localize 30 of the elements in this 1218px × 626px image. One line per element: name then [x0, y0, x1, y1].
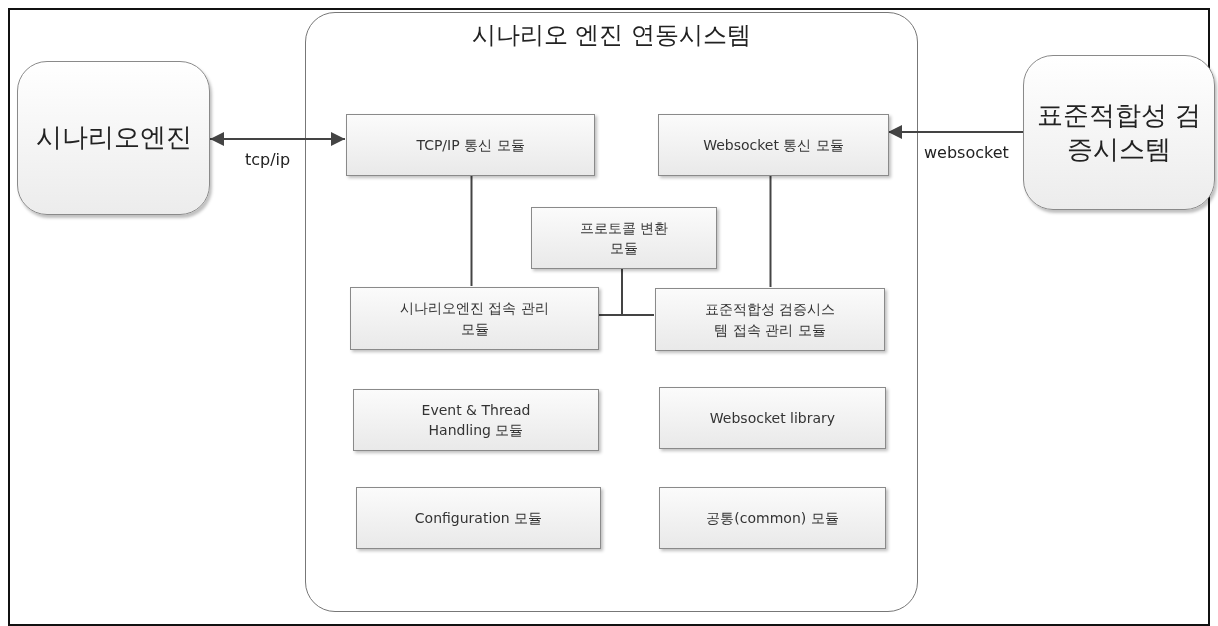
- system-container: [305, 12, 918, 612]
- module-name: Websocket library: [709, 408, 836, 428]
- module-name: 공통(common) 모듈: [706, 508, 839, 528]
- module-name: Event & Thread Handling 모듈: [420, 400, 532, 440]
- module-box: [353, 389, 599, 451]
- system-box: [17, 61, 210, 215]
- system-box: [1023, 55, 1215, 210]
- module-box: [346, 114, 595, 176]
- connector: [470, 174, 473, 287]
- connector: [769, 174, 772, 288]
- module-name: 표준적합성 검증시스템 접속 관리 모듈: [703, 300, 837, 340]
- module-box: [659, 387, 886, 449]
- module-name: Configuration 모듈: [414, 508, 543, 528]
- module-name: TCP/IP 통신 모듈: [416, 135, 525, 155]
- module-name: 프로토콜 변환 모듈: [578, 218, 670, 258]
- container-title: 시나리오 엔진 연동시스템: [470, 20, 753, 51]
- connector: [209, 132, 346, 146]
- connector: [887, 125, 1024, 139]
- module-box: [659, 487, 886, 549]
- system-name: 표준적합성 검증시스템: [1035, 98, 1203, 166]
- module-name: Websocket 통신 모듈: [703, 135, 844, 155]
- module-box: [658, 114, 889, 176]
- system-name: 시나리오엔진: [35, 121, 192, 155]
- protocol-label: websocket: [924, 143, 1009, 162]
- module-box: [356, 487, 601, 549]
- module-box: [655, 288, 885, 351]
- protocol-label: tcp/ip: [245, 150, 291, 169]
- module-box: [350, 287, 599, 350]
- module-box: [531, 207, 717, 269]
- module-name: 시나리오엔진 접속 관리 모듈: [399, 299, 550, 339]
